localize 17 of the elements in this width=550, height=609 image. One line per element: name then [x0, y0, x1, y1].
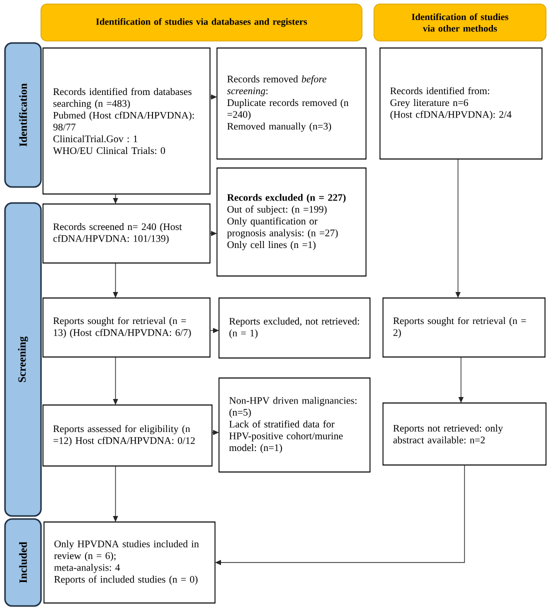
- process-box: Reports excluded, not retrieved: (n = 1): [218, 298, 370, 358]
- process-box: Records excluded (n = 227) Out of subject: (n =199) Only quantification or prognosis analysis: (n =27) Only cell lines (n =1): [216, 168, 366, 276]
- process-box: Records identified from: Grey literature n=6 (Host cfDNA/HPVDNA): 2/4: [380, 48, 542, 160]
- process-box: Reports assessed for eligibility (n =12) Host cfDNA/HPVDNA: 0/12: [42, 404, 212, 466]
- section-header: Identification of studies via other methods: [374, 4, 546, 42]
- process-box: Records identified from databases searching (n =483) Pubmed (Host cfDNA/HPVDNA): 98/77 ClinicalTrial.Gov : 1 WHO/EU Clinical Trials: 0: [42, 48, 210, 194]
- process-box: Reports sought for retrieval (n = 2): [382, 298, 546, 358]
- process-box: Reports not retrieved: only abstract available: n=2: [382, 402, 546, 466]
- process-box: Reports sought for retrieval (n = 13) (Host cfDNA/HPVDNA: 6/7): [42, 298, 210, 358]
- section-header: Identification of studies via databases and registers: [40, 4, 362, 42]
- stage-band: Screening: [4, 202, 42, 517]
- stage-band: Identification: [4, 42, 42, 188]
- process-box: Records removed before screening: Duplicate records removed (n =240) Removed manually (n=3): [216, 48, 366, 160]
- process-box: Non-HPV driven malignancies: (n=5) Lack of stratified data for HPV-positive cohort/murine model: (n=1): [218, 378, 370, 472]
- stage-band: Included: [4, 518, 42, 607]
- process-box: Records screened n= 240 (Host cfDNA/HPVDNA: 101/139): [42, 204, 210, 264]
- process-box: Only HPVDNA studies included in review (n = 6); meta-analysis: 4 Reports of included studies (n = 0): [44, 522, 216, 604]
